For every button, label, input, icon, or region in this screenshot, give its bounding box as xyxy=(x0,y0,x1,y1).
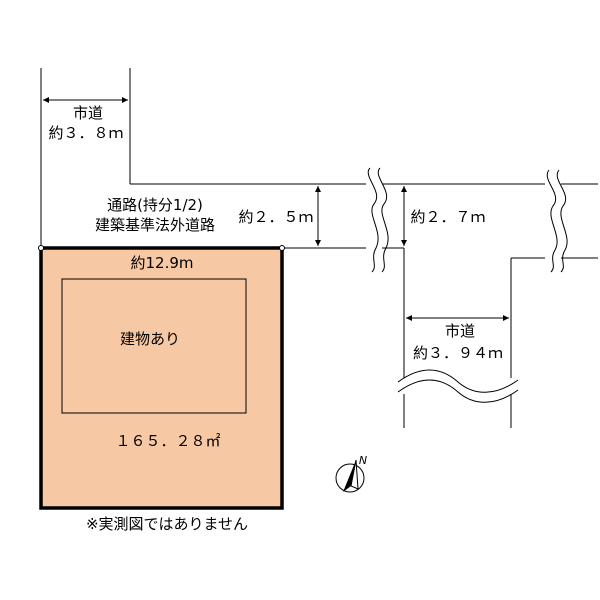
break-mark-south-road-b xyxy=(397,379,519,403)
passage-width-right-arrow-top xyxy=(401,186,407,192)
corner-point-nw xyxy=(38,245,44,251)
west-road-arrow-left xyxy=(43,97,49,103)
break-mark-passage-1b xyxy=(377,167,389,273)
break-mark-passage-1a xyxy=(367,167,379,273)
compass-north-label: N xyxy=(358,454,368,467)
break-mark-passage-2a xyxy=(546,169,558,273)
break-mark-passage-2b xyxy=(556,169,568,273)
west-road-name: 市道 xyxy=(72,104,103,122)
building-outline xyxy=(61,278,247,414)
passage-width-left-label: 約２．５ｍ xyxy=(238,208,314,226)
south-road-width: 約３．９４ｍ xyxy=(412,344,503,362)
passage-width-right-arrow-bottom xyxy=(401,240,407,246)
north-compass-icon xyxy=(335,459,365,493)
break-mark-south-road-a xyxy=(397,369,519,393)
lot-area-label: １６５．２８㎡ xyxy=(115,432,221,450)
passage-width-left-arrow-bottom xyxy=(315,240,321,246)
south-road-name: 市道 xyxy=(444,322,475,340)
passage-legal-status: 建築基準法外道路 xyxy=(94,216,215,234)
disclaimer-note: ※実測図ではありません xyxy=(85,515,249,533)
west-road-width: 約３．８ｍ xyxy=(48,124,124,142)
corner-point-ne xyxy=(279,245,285,251)
lot-parcel xyxy=(39,246,284,510)
passage-width-left-arrow-top xyxy=(315,186,321,192)
lot-frontage-label: 約12.9m xyxy=(130,254,194,272)
south-road-arrow-left xyxy=(406,315,412,321)
west-road-arrow-right xyxy=(122,97,128,103)
passage-width-right-label: 約２．７ｍ xyxy=(410,208,486,226)
south-road-arrow-right xyxy=(503,315,509,321)
passage-label: 通路(持分1/2) xyxy=(107,196,203,214)
building-label: 建物あり xyxy=(119,330,180,348)
